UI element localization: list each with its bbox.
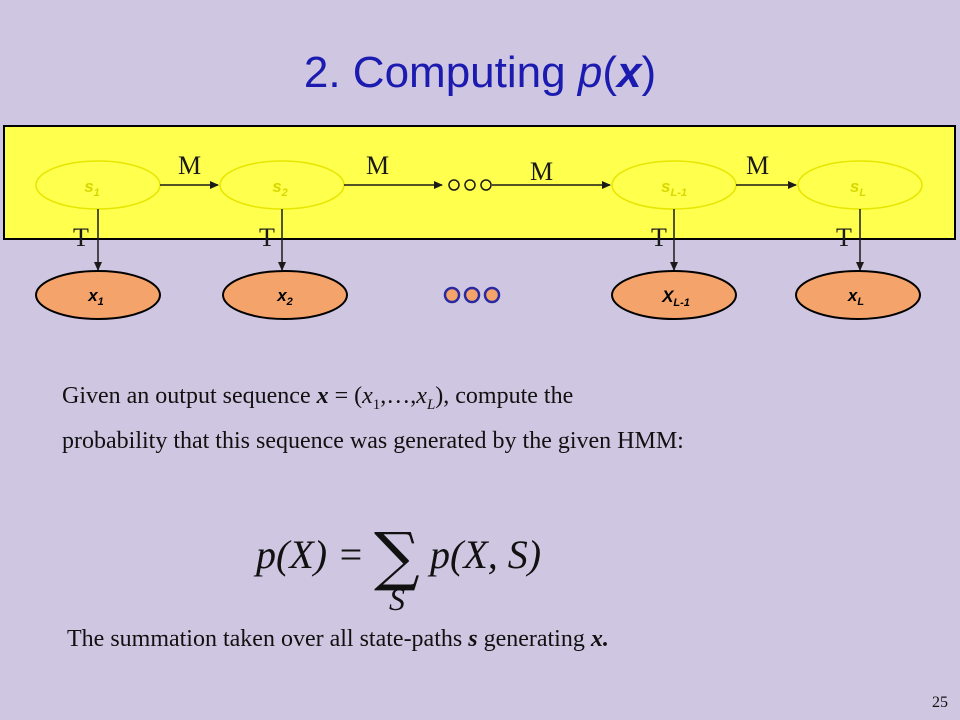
description-line-1: Given an output sequence x = (x1,…,xL), … bbox=[62, 378, 922, 423]
state-letter: s bbox=[84, 177, 93, 196]
transition-label: M bbox=[366, 151, 389, 180]
desc-x1: x bbox=[362, 383, 373, 409]
observation-letter: x bbox=[276, 286, 288, 305]
description: Given an output sequence x = (x1,…,xL), … bbox=[62, 378, 922, 459]
svg-text:xL: xL bbox=[847, 286, 864, 308]
transition-label: M bbox=[530, 157, 553, 186]
svg-text:XL-1: XL-1 bbox=[661, 287, 690, 309]
desc-sub1: 1 bbox=[372, 396, 381, 413]
transition-label: M bbox=[746, 151, 769, 180]
state-node: s2 bbox=[219, 160, 345, 210]
observation-letter: x bbox=[847, 286, 859, 305]
state-subscript: 1 bbox=[94, 187, 100, 199]
observation-subscript: L bbox=[857, 296, 864, 308]
svg-text:s1: s1 bbox=[84, 177, 100, 199]
svg-text:sL-1: sL-1 bbox=[661, 177, 687, 199]
emission-label: T bbox=[836, 223, 852, 252]
observation-node: x1 bbox=[35, 270, 161, 320]
state-node: sL bbox=[797, 160, 923, 210]
desc-text: = ( bbox=[328, 383, 363, 409]
summary-text: The summation taken over all state-paths bbox=[67, 626, 469, 652]
state-subscript: L-1 bbox=[670, 187, 687, 199]
summary-sentence: The summation taken over all state-paths… bbox=[67, 626, 927, 653]
title-prefix: 2. Computing bbox=[303, 48, 578, 97]
observation-node: x2 bbox=[222, 270, 348, 320]
desc-subL: L bbox=[426, 396, 436, 413]
observation-letter: x bbox=[87, 286, 99, 305]
desc-text: ,…, bbox=[380, 383, 417, 409]
svg-text:sL: sL bbox=[850, 177, 866, 199]
title-variable: x bbox=[616, 48, 642, 97]
state-letter: s bbox=[661, 177, 670, 196]
svg-text:x2: x2 bbox=[276, 286, 293, 308]
desc-x-bold: x bbox=[316, 383, 329, 409]
formula-sum-symbol: ∑ bbox=[374, 520, 420, 594]
observation-letter: X bbox=[661, 287, 675, 306]
observation-subscript: 1 bbox=[98, 296, 104, 308]
state-letter: s bbox=[272, 177, 281, 196]
observation-subscript: 2 bbox=[286, 296, 293, 308]
observation-node: XL-1 bbox=[611, 270, 737, 320]
transition-label: M bbox=[178, 151, 201, 180]
desc-xL: x bbox=[416, 383, 427, 409]
desc-text: ), compute the bbox=[435, 383, 574, 409]
observation-subscript: L-1 bbox=[673, 297, 690, 309]
emission-label: T bbox=[73, 223, 89, 252]
formula-lhs: p(X) = bbox=[253, 532, 364, 577]
state-node: s1 bbox=[35, 160, 161, 210]
slide-title: 2. Computing p(x) bbox=[0, 48, 960, 98]
slide-number: 25 bbox=[932, 694, 948, 711]
sum-formula: p(X) = ∑ p(X, S) S bbox=[253, 520, 541, 617]
observation-node: xL bbox=[795, 270, 921, 320]
emission-label: T bbox=[259, 223, 275, 252]
title-close-paren: ) bbox=[641, 48, 657, 97]
formula-index: S bbox=[389, 581, 405, 617]
state-node: sL-1 bbox=[611, 160, 737, 210]
description-line-2: probability that this sequence was gener… bbox=[62, 427, 684, 454]
emission-label: T bbox=[651, 223, 667, 252]
state-letter: s bbox=[850, 177, 859, 196]
summary-text: generating bbox=[477, 626, 591, 652]
state-chain-ellipsis bbox=[448, 179, 492, 191]
observation-ellipsis bbox=[443, 286, 501, 304]
title-function: p bbox=[577, 48, 603, 97]
summary-s: s bbox=[468, 626, 478, 652]
summary-x: x. bbox=[590, 626, 609, 652]
hmm-diagram: s1 s2 sL-1 sL M M M M T T T T x1 x2 bbox=[3, 125, 956, 320]
svg-text:s2: s2 bbox=[272, 177, 288, 199]
desc-text: Given an output sequence bbox=[62, 383, 317, 409]
formula-rhs: p(X, S) bbox=[427, 532, 541, 577]
svg-text:x1: x1 bbox=[87, 286, 104, 308]
title-open-paren: ( bbox=[602, 48, 617, 97]
state-subscript: 2 bbox=[281, 187, 288, 199]
state-subscript: L bbox=[859, 187, 866, 199]
